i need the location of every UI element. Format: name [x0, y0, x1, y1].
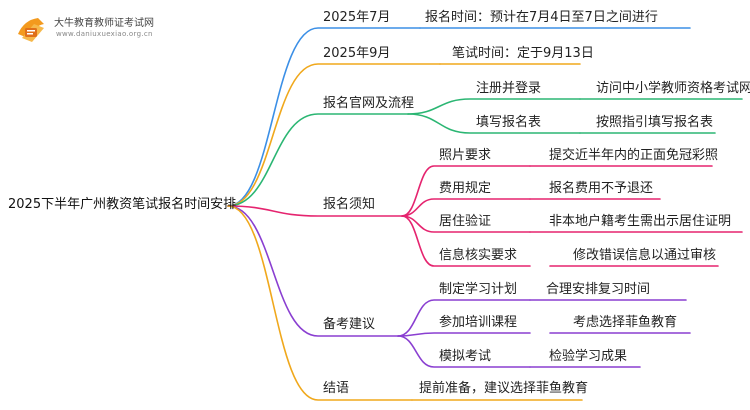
link-conclusion	[227, 205, 413, 401]
leaf-study-plan: 合理安排复习时间	[546, 282, 651, 297]
link-official	[227, 113, 409, 207]
link-july	[227, 27, 421, 207]
leaf-mock-exam: 检验学习成果	[549, 349, 628, 364]
sub-fee: 费用规定	[439, 181, 492, 196]
branch-official-site-process: 报名官网及流程	[323, 96, 415, 111]
root-topic: 2025下半年广州教资笔试报名时间安排	[8, 197, 237, 212]
leaf-fee: 报名费用不予退还	[549, 181, 654, 196]
link-prep-1	[397, 332, 531, 337]
link-prep-0	[397, 299, 531, 337]
brand-logo-icon	[18, 18, 44, 42]
leaf-residence: 非本地户籍考生需出示居住证明	[549, 214, 732, 229]
branch-2025-july: 2025年7月	[323, 10, 391, 25]
leaf-conclusion: 提前准备，建议选择菲鱼教育	[419, 381, 589, 396]
link-notes	[227, 205, 403, 217]
branch-prep-advice: 备考建议	[323, 317, 376, 332]
leaf-exam-time: 笔试时间：定于9月13日	[452, 46, 594, 61]
leaf-info-verify: 修改错误信息以通过审核	[573, 248, 717, 263]
brand-url: www.daniuxuexiao.org.cn	[56, 30, 153, 38]
sub-residence: 居住验证	[439, 214, 492, 229]
link-notes-0	[401, 165, 531, 217]
link-notes-1	[401, 198, 531, 217]
link-register	[407, 98, 581, 115]
link-fill-form	[407, 113, 581, 134]
sub-study-plan: 制定学习计划	[439, 282, 518, 297]
sub-photo: 照片要求	[439, 148, 492, 163]
sub-info-verify: 信息核实要求	[439, 248, 518, 263]
leaf-fill-form-guide: 按照指引填写报名表	[596, 115, 714, 130]
branch-conclusion: 结语	[323, 381, 350, 396]
leaf-registration-time: 报名时间：预计在7月4日至7日之间进行	[425, 10, 658, 25]
leaf-training: 考虑选择菲鱼教育	[573, 315, 678, 330]
branch-notes: 报名须知	[323, 197, 376, 212]
brand-name: 大牛教育教师证考试网	[54, 18, 154, 29]
sub-register-login: 注册并登录	[476, 81, 542, 96]
link-notes-3	[401, 215, 531, 267]
sub-training: 参加培训课程	[439, 315, 518, 330]
link-sept	[227, 63, 441, 207]
leaf-visit-site: 访问中小学教师资格考试网	[596, 81, 750, 96]
link-prep	[227, 205, 399, 337]
link-prep-2	[397, 335, 531, 368]
sub-fill-form: 填写报名表	[476, 115, 542, 130]
leaf-photo: 提交近半年内的正面免冠彩照	[549, 148, 719, 163]
sub-mock-exam: 模拟考试	[439, 349, 492, 364]
branch-2025-sept: 2025年9月	[323, 46, 391, 61]
